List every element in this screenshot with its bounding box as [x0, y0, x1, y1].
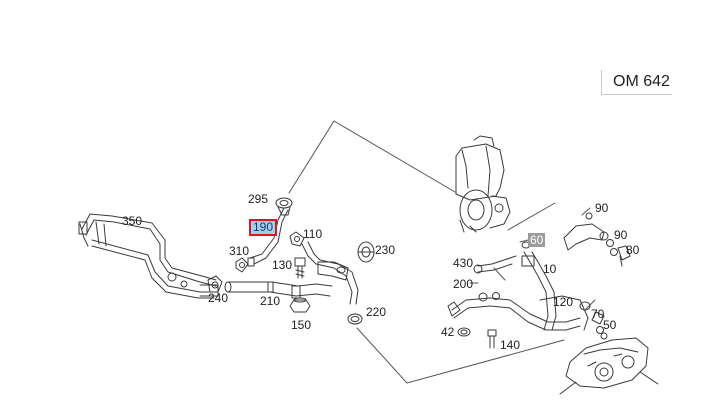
- part-label-90-lower[interactable]: 90: [614, 228, 628, 242]
- return-hose-200: [447, 292, 581, 331]
- part-label-200[interactable]: 200: [453, 277, 474, 291]
- part-label-210[interactable]: 210: [260, 294, 281, 308]
- clamp-240: [207, 275, 223, 293]
- part-label-10[interactable]: 10: [543, 262, 557, 276]
- part-label-220[interactable]: 220: [366, 305, 387, 319]
- part-label-230[interactable]: 230: [375, 243, 396, 257]
- part-label-295[interactable]: 295: [248, 192, 269, 206]
- clip-310: [235, 257, 249, 273]
- part-label-80[interactable]: 80: [626, 243, 640, 257]
- leader-lines: [288, 120, 596, 384]
- pressure-hose-10: [521, 241, 589, 331]
- bearing-230: [357, 241, 375, 263]
- steering-pump: [455, 135, 511, 233]
- part-label-110[interactable]: 110: [303, 227, 323, 241]
- part-label-70[interactable]: 70: [591, 307, 605, 321]
- engine-label: OM 642: [613, 73, 670, 90]
- clamp-42: [457, 327, 471, 337]
- part-label-350[interactable]: 350: [122, 214, 143, 228]
- part-label-150[interactable]: 150: [291, 318, 312, 332]
- fitting-295: [275, 197, 293, 216]
- part-label-140[interactable]: 140: [500, 338, 521, 352]
- part-label-60[interactable]: 60: [528, 233, 546, 247]
- part-label-130[interactable]: 130: [272, 258, 293, 272]
- fittings-120-70-50: [579, 301, 608, 340]
- hose-190: [247, 207, 289, 267]
- part-label-190[interactable]: 190: [249, 219, 278, 236]
- part-label-50[interactable]: 50: [603, 318, 617, 332]
- part-label-240[interactable]: 240: [208, 291, 229, 305]
- cooler-pipe-assembly: [78, 213, 219, 299]
- engine-label-box: OM 642: [601, 70, 672, 95]
- fittings-90-80: [563, 212, 631, 267]
- line-110: [289, 231, 359, 305]
- part-label-42[interactable]: 42: [441, 325, 455, 339]
- steering-gear: [559, 337, 659, 395]
- nut-150: [289, 297, 311, 313]
- bolt-140: [487, 329, 497, 349]
- part-label-90-upper[interactable]: 90: [595, 201, 609, 215]
- part-label-120[interactable]: 120: [553, 295, 574, 309]
- bolt-130: [294, 257, 306, 279]
- seal-220: [347, 313, 363, 325]
- line-430: [473, 255, 517, 274]
- part-label-430[interactable]: 430: [453, 256, 474, 270]
- part-label-310[interactable]: 310: [229, 244, 250, 258]
